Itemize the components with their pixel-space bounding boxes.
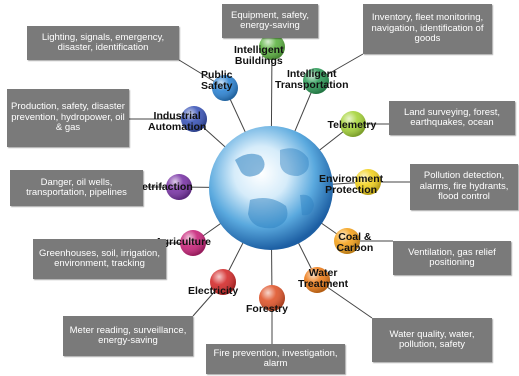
description-box-water-treatment: Water quality, water, pollution, safety: [372, 318, 492, 362]
node-industrial-automation: [181, 106, 207, 132]
node-label-agriculture: Agriculture: [155, 235, 212, 248]
node-environment-protection: [355, 169, 381, 195]
description-text-public-safety: Lighting, signals, emergency, disaster, …: [41, 31, 165, 53]
node-label-electricity: Electricity: [188, 284, 239, 297]
node-label-forestry: Forestry: [246, 302, 289, 315]
description-box-forestry: Fire prevention, investigation, alarm: [206, 344, 345, 374]
description-box-intelligent-buildings: Equipment, safety, energy-saving: [222, 4, 318, 38]
node-intelligent-transportation: [303, 68, 329, 94]
description-text-water-treatment: Water quality, water, pollution, safety: [389, 328, 475, 350]
node-label-intelligent-buildings: Intelligent Buildings: [234, 44, 284, 67]
node-label-intelligent-transportation: Intelligent Transportation: [275, 68, 349, 91]
description-text-electricity: Meter reading, surveillance, energy-savi…: [69, 324, 187, 346]
node-telemetry: [340, 111, 366, 137]
node-electricity: [210, 269, 236, 295]
node-label-telemetry: Telemetry: [327, 118, 377, 131]
description-box-telemetry: Land surveying, forest, earthquakes, oce…: [389, 101, 515, 135]
node-intelligent-buildings: [259, 34, 285, 60]
description-box-public-safety: Lighting, signals, emergency, disaster, …: [27, 26, 179, 60]
description-box-coal-and-carbon: Ventilation, gas relief positioning: [393, 241, 511, 275]
node-water-treatment: [304, 267, 330, 293]
description-box-petrifaction: Danger, oil wells, transportation, pipel…: [10, 170, 143, 206]
description-text-telemetry: Land surveying, forest, earthquakes, oce…: [403, 106, 501, 128]
node-forestry: [259, 285, 285, 311]
node-label-public-safety: Public Safety: [201, 69, 233, 92]
node-petrifaction: [166, 174, 192, 200]
globe-icon: [209, 126, 333, 250]
description-text-intelligent-buildings: Equipment, safety, energy-saving: [231, 9, 309, 31]
node-label-environment-protection: Environment Protection: [319, 173, 384, 196]
description-text-petrifaction: Danger, oil wells, transportation, pipel…: [26, 176, 127, 198]
node-public-safety: [212, 75, 238, 101]
node-label-water-treatment: Water Treatment: [298, 267, 349, 290]
node-coal-and-carbon: [334, 228, 360, 254]
node-label-industrial-automation: Industrial Automation: [148, 110, 207, 133]
description-box-intelligent-transportation: Inventory, fleet monitoring, navigation,…: [363, 4, 492, 54]
description-box-agriculture: Greenhouses, soil, irrigation, environme…: [33, 239, 166, 279]
description-text-coal-and-carbon: Ventilation, gas relief positioning: [408, 246, 496, 268]
node-label-petrifaction: Petrifaction: [135, 180, 193, 193]
description-text-environment-protection: Pollution detection, alarms, fire hydran…: [419, 170, 509, 203]
description-text-agriculture: Greenhouses, soil, irrigation, environme…: [39, 247, 160, 269]
description-text-forestry: Fire prevention, investigation, alarm: [213, 347, 338, 369]
node-label-coal-and-carbon: Coal & Carbon: [336, 231, 374, 254]
description-box-environment-protection: Pollution detection, alarms, fire hydran…: [410, 164, 518, 210]
description-text-industrial-automation: Production, safety, disaster prevention,…: [11, 101, 125, 134]
description-box-industrial-automation: Production, safety, disaster prevention,…: [7, 89, 129, 147]
description-text-intelligent-transportation: Inventory, fleet monitoring, navigation,…: [371, 12, 484, 45]
description-box-electricity: Meter reading, surveillance, energy-savi…: [63, 316, 193, 356]
node-agriculture: [180, 230, 206, 256]
